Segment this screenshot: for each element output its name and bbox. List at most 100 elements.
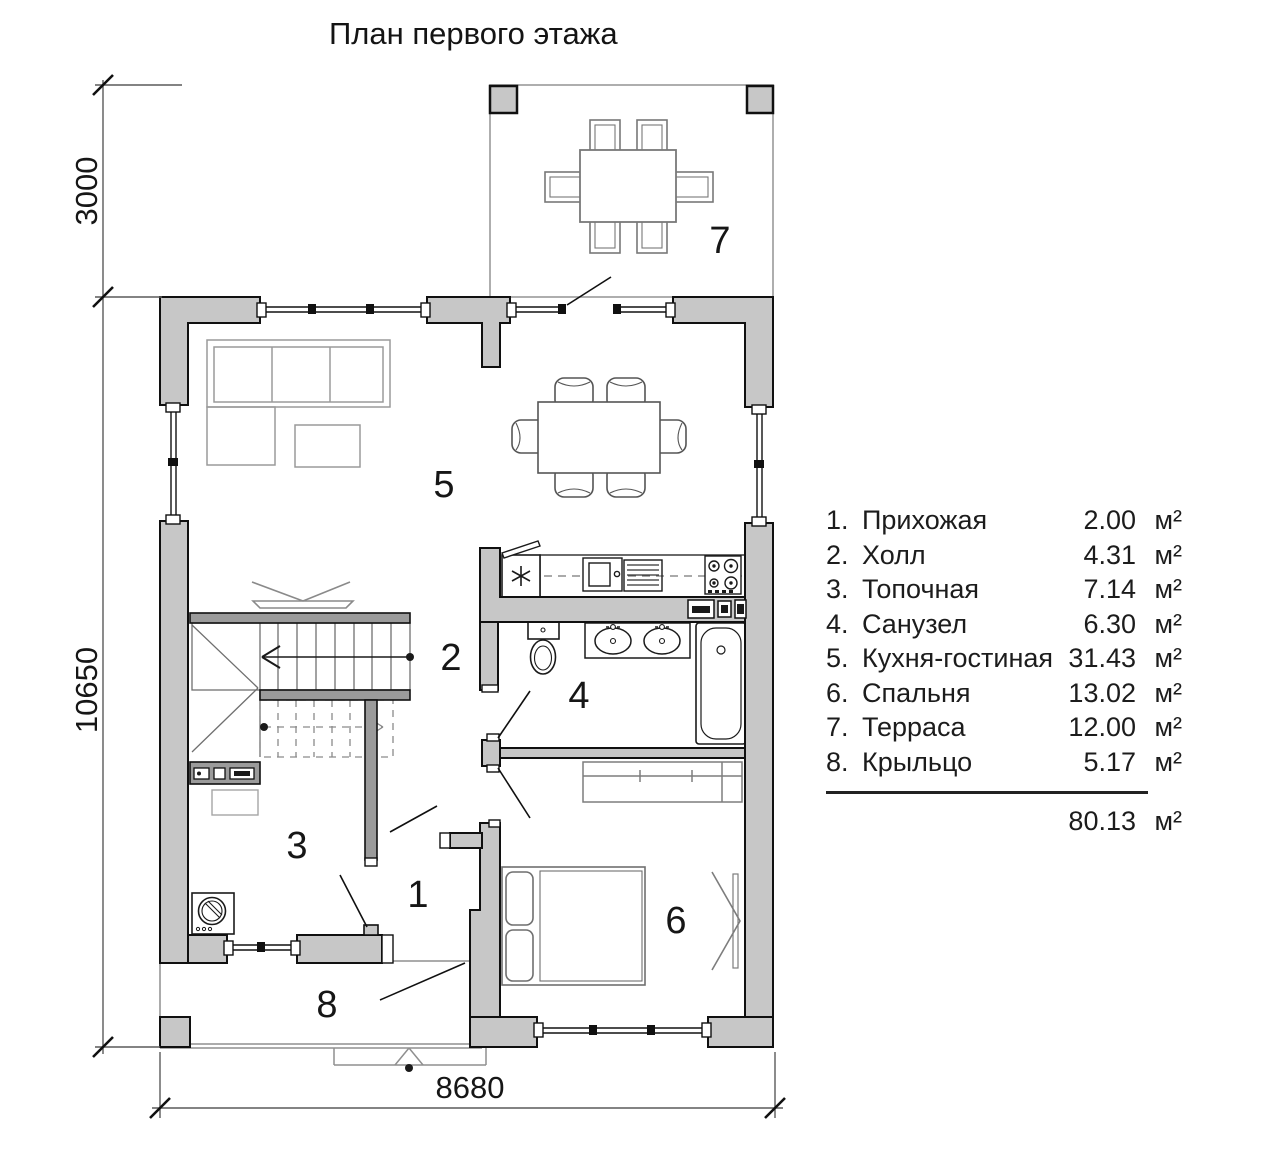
door-entrance-leaf (379, 962, 466, 1001)
room-label-4: 4 (568, 675, 589, 717)
stairs-dot (260, 723, 268, 731)
legend-row: 2. Холл 4.31 м² (826, 538, 1182, 573)
door-bedroom-leaf (497, 767, 531, 819)
legend-area: 4.31 (1083, 539, 1136, 570)
legend-unit: м² (1154, 643, 1182, 673)
room-label-7: 7 (709, 220, 730, 262)
fridge-door-open (501, 540, 541, 559)
wall-hall-stub (449, 832, 483, 849)
legend-area: 5.17 (1083, 746, 1136, 777)
legend-name: Крыльцо (862, 746, 973, 777)
legend-unit: м² (1154, 746, 1182, 777)
legend-row: 8. Крыльцо 5.17 м² (826, 745, 1182, 780)
wall-right (744, 522, 774, 1018)
legend-row: 5. Кухня-гостиная 31.43 м² (826, 641, 1182, 676)
dishwasher (623, 559, 663, 592)
dim-house-depth: 10650 (69, 647, 104, 733)
legend-num: 1. (826, 505, 849, 535)
entrance-mark (333, 1047, 487, 1072)
legend-name: Санузел (862, 608, 968, 639)
legend-name: Холл (862, 539, 926, 570)
window-left (162, 402, 186, 525)
window-terrace-door (506, 276, 676, 321)
wall-pier-top-center (426, 296, 511, 368)
dining-table (537, 401, 661, 474)
legend-num: 4. (826, 608, 849, 639)
dimension-ticks (92, 74, 786, 1119)
wall-bath-left-upper (479, 621, 499, 691)
room-labels: 1 2 3 4 5 6 7 8 (286, 220, 730, 1026)
walls (159, 296, 774, 1048)
legend-num: 8. (826, 746, 849, 777)
porch-column (159, 1016, 191, 1048)
wall-bottom-left-a (187, 934, 228, 964)
stairs-up-arrow (261, 645, 414, 669)
bed (501, 866, 646, 986)
terrace-column-left (488, 84, 519, 115)
legend-unit: м² (1154, 806, 1182, 836)
door-bathroom-leaf (497, 690, 531, 739)
wall-bath-door-pier (481, 739, 501, 767)
legend-row: 4. Санузел 6.30 м² (826, 607, 1182, 642)
terrace (488, 84, 775, 298)
legend-area: 2.00 (1083, 505, 1136, 535)
legend-name: Прихожая (862, 505, 988, 535)
dimensions: 3000 10650 8680 (69, 74, 786, 1119)
room-label-2: 2 (440, 637, 461, 679)
legend-total-row: 80.13 м² (826, 804, 1182, 839)
room-label-3: 3 (286, 825, 307, 867)
wall-bottom-left-b (296, 934, 383, 964)
wall-stairs-top (189, 612, 411, 624)
vanity-double-sink (584, 622, 691, 659)
bathroom (527, 621, 747, 745)
room-label-6: 6 (665, 900, 686, 942)
legend-unit: м² (1154, 539, 1182, 570)
legend-unit: м² (1154, 677, 1182, 708)
legend-num: 6. (826, 677, 849, 708)
wall-bedroom-left (469, 822, 501, 1018)
kitchen-sink (582, 557, 623, 592)
wall-bath-bedroom (499, 747, 746, 759)
dim-house-width: 8680 (436, 1070, 505, 1105)
door-hall-leaf (389, 805, 438, 833)
windows (162, 276, 771, 1045)
legend-row: 7. Терраса 12.00 м² (826, 710, 1182, 745)
wall-stairs-mid (259, 689, 411, 701)
terrace-door-leaf (566, 276, 612, 306)
legend-total-area: 80.13 (1068, 806, 1136, 836)
legend-num: 3. (826, 574, 849, 604)
legend-area: 6.30 (1083, 608, 1136, 639)
legend-num: 7. (826, 712, 849, 742)
bathtub (695, 622, 747, 745)
wardrobe (582, 761, 743, 803)
legend-name: Кухня-гостиная (862, 643, 1052, 673)
toilet (527, 621, 560, 675)
wall-corner-top-left (159, 296, 261, 406)
mirror-wardrobe (711, 871, 741, 971)
legend-name: Топочная (862, 574, 980, 604)
wall-bottom-bedroom-right (707, 1016, 774, 1048)
sofa (206, 339, 391, 466)
window-bedroom (533, 1020, 712, 1045)
wall-corner-top-right (672, 296, 774, 408)
legend-row: 6. Спальня 13.02 м² (826, 676, 1182, 711)
legend-separator (826, 791, 1148, 794)
legend-name: Терраса (862, 712, 966, 742)
fridge (501, 540, 541, 598)
window-boiler (223, 937, 301, 961)
kitchen (501, 540, 746, 598)
legend-num: 5. (826, 643, 849, 673)
pillow (505, 871, 534, 926)
legend-unit: м² (1154, 608, 1182, 639)
legend-row: 3. Топочная 7.14 м² (826, 572, 1182, 607)
dim-terrace-depth: 3000 (69, 157, 104, 226)
terrace-column-right (745, 84, 775, 115)
legend-area: 13.02 (1068, 677, 1136, 708)
door-jamb (363, 924, 379, 936)
terrace-dining-set (544, 119, 714, 254)
window-right (747, 404, 771, 527)
porch (159, 960, 482, 1049)
room-label-1: 1 (407, 874, 428, 916)
